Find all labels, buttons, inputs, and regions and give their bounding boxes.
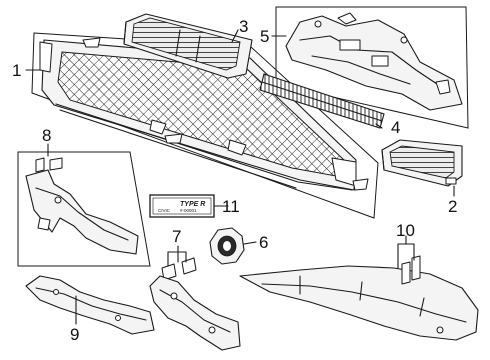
part-7-clips[interactable] [161, 257, 197, 281]
part-10-undercover[interactable] [239, 255, 479, 341]
part-3-air-vent[interactable] [123, 13, 253, 79]
emblem-serial: #-00001 [180, 208, 197, 213]
part-8-side-bracket[interactable] [17, 151, 151, 267]
part-6-grommet[interactable] [209, 227, 245, 265]
emblem-model: CIVIC [158, 208, 171, 213]
callout-10: 10 [396, 221, 415, 240]
callout-2: 2 [448, 197, 457, 216]
callout-3: 3 [239, 17, 248, 36]
callout-labels: 1 2 3 4 5 6 7 8 9 10 11 [12, 17, 457, 344]
part-7-lower-bracket[interactable] [149, 275, 241, 351]
part-5-upper-bracket[interactable] [275, 6, 469, 129]
callout-6: 6 [259, 233, 268, 252]
callout-5: 5 [260, 27, 269, 46]
part-4-reinforcement-strip[interactable] [259, 73, 385, 129]
callout-9: 9 [70, 325, 79, 344]
callout-8: 8 [42, 126, 51, 145]
callout-4: 4 [391, 118, 400, 137]
part-2-side-vent[interactable] [381, 139, 463, 187]
part-1-bumper-grille[interactable] [31, 32, 379, 219]
callout-1: 1 [12, 61, 21, 80]
callout-7: 7 [172, 227, 181, 246]
leader-lines [25, 29, 455, 325]
part-9-lower-bracket[interactable] [25, 275, 155, 335]
emblem-brand: TYPE R [180, 201, 205, 208]
part-11-emblem[interactable]: TYPE R CIVIC #-00001 [149, 194, 215, 218]
callout-11: 11 [222, 197, 240, 216]
